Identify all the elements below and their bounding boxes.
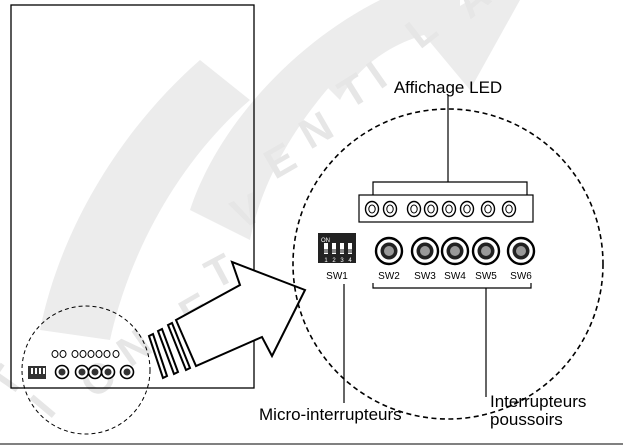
watermark-logo-stroke-1	[40, 60, 250, 340]
led-indicator	[364, 200, 380, 218]
dip-switch-slot	[324, 243, 328, 254]
dip-switches-label: Micro-interrupteurs	[259, 405, 402, 424]
led-indicator-lens	[368, 204, 376, 214]
board-led	[112, 350, 120, 358]
push-button-row: SW2 SW3 SW4 SW5 SW6	[374, 236, 536, 282]
watermark-logo-stroke-4	[420, 0, 520, 90]
board-dip-switch-slot	[39, 368, 41, 374]
watermark-logo-stroke-2	[190, 0, 430, 240]
push-button-sw3: SW3	[410, 236, 440, 282]
enlarged-detail-circle	[292, 108, 604, 420]
led-indicator-lens	[386, 204, 394, 214]
dip-switch-position-number: 2	[332, 258, 336, 264]
board-dip-switch-slot	[31, 368, 33, 374]
board-button-cap	[104, 368, 112, 376]
push-button-sw6: SW6	[506, 236, 536, 282]
watermark-logo-stroke-3	[300, 0, 460, 100]
push-button-label: SW3	[414, 271, 436, 282]
led-display-label: Affichage LED	[394, 78, 502, 97]
dip-switch-position-number: 1	[324, 258, 328, 264]
magnify-arrow-tail-3	[147, 332, 169, 380]
led-indicator-lens	[484, 204, 492, 214]
push-button-center	[450, 246, 460, 256]
dip-switch-slot	[332, 243, 336, 254]
led-indicator-lens	[427, 204, 435, 214]
board-led	[71, 350, 79, 358]
push-button-sw2: SW2	[374, 236, 404, 282]
push-button-center	[516, 246, 526, 256]
board-button-cap	[91, 368, 99, 376]
watermark-letters: TIONETVENTILA	[0, 0, 499, 426]
led-indicator	[480, 200, 496, 218]
board-led	[79, 350, 87, 358]
push-button-center	[481, 246, 491, 256]
push-button-label: SW4	[444, 271, 466, 282]
board-led	[87, 350, 95, 358]
controller-board-outline	[10, 4, 255, 389]
board-led	[95, 350, 103, 358]
magnify-arrow-tail-2	[156, 327, 180, 376]
dip-switch-slot	[348, 243, 352, 254]
push-button-label: SW2	[378, 271, 400, 282]
push-button-center	[384, 246, 394, 256]
push-button-label: SW5	[475, 271, 497, 282]
magnify-arrow	[147, 260, 307, 380]
led-indicator	[406, 200, 422, 218]
led-callout-line	[372, 96, 528, 195]
dip-switch-position-number: 3	[340, 258, 344, 264]
dip-switch-lever	[348, 249, 352, 253]
led-indicator-lens	[410, 204, 418, 214]
push-button-bracket	[372, 283, 532, 289]
board-button-cap	[123, 368, 131, 376]
push-button-label: SW6	[510, 271, 532, 282]
led-indicator	[501, 200, 517, 218]
dip-switch-slot	[340, 243, 344, 254]
led-indicator	[459, 200, 475, 218]
magnify-arrow-tail-1	[166, 321, 192, 372]
led-indicator	[423, 200, 439, 218]
led-indicator-lens	[463, 204, 471, 214]
dip-switch-position-number: 4	[348, 258, 352, 264]
board-dip-switch-slot	[43, 368, 45, 374]
dip-switch-slots	[324, 243, 352, 254]
magnify-arrow-body	[174, 260, 307, 368]
led-display-frame	[358, 194, 534, 223]
sw1-label: SW1	[326, 271, 348, 282]
led-indicator	[441, 200, 457, 218]
board-led	[103, 350, 111, 358]
led-row	[364, 200, 517, 218]
push-buttons-label-line2: poussoirs	[490, 410, 563, 429]
dip-switch-lever	[324, 249, 328, 253]
push-button-sw4: SW4	[440, 236, 470, 282]
board-led	[59, 350, 67, 358]
board-button-cap	[78, 368, 86, 376]
dip-switch-lever	[332, 249, 336, 253]
dip-switch-lever	[340, 249, 344, 253]
board-button-cap	[58, 368, 66, 376]
push-button-sw5: SW5	[471, 236, 501, 282]
board-dip-switch	[28, 366, 46, 379]
board-dip-switch-slot	[35, 368, 37, 374]
led-indicator-lens	[505, 204, 513, 214]
board-button-row	[54, 364, 135, 380]
led-indicator-lens	[445, 204, 453, 214]
led-indicator	[382, 200, 398, 218]
board-detail-circle	[21, 305, 151, 435]
board-led	[51, 350, 59, 358]
board-component-area	[21, 305, 151, 435]
board-led-row	[51, 350, 120, 358]
push-button-center	[420, 246, 430, 256]
led-display	[358, 194, 534, 223]
push-buttons-label-line1: Interrupteurs	[490, 392, 586, 411]
watermark: TIONETVENTILA	[0, 0, 520, 426]
watermark-letter: I	[21, 387, 65, 426]
dip-switch-on-label: ON	[321, 238, 330, 244]
